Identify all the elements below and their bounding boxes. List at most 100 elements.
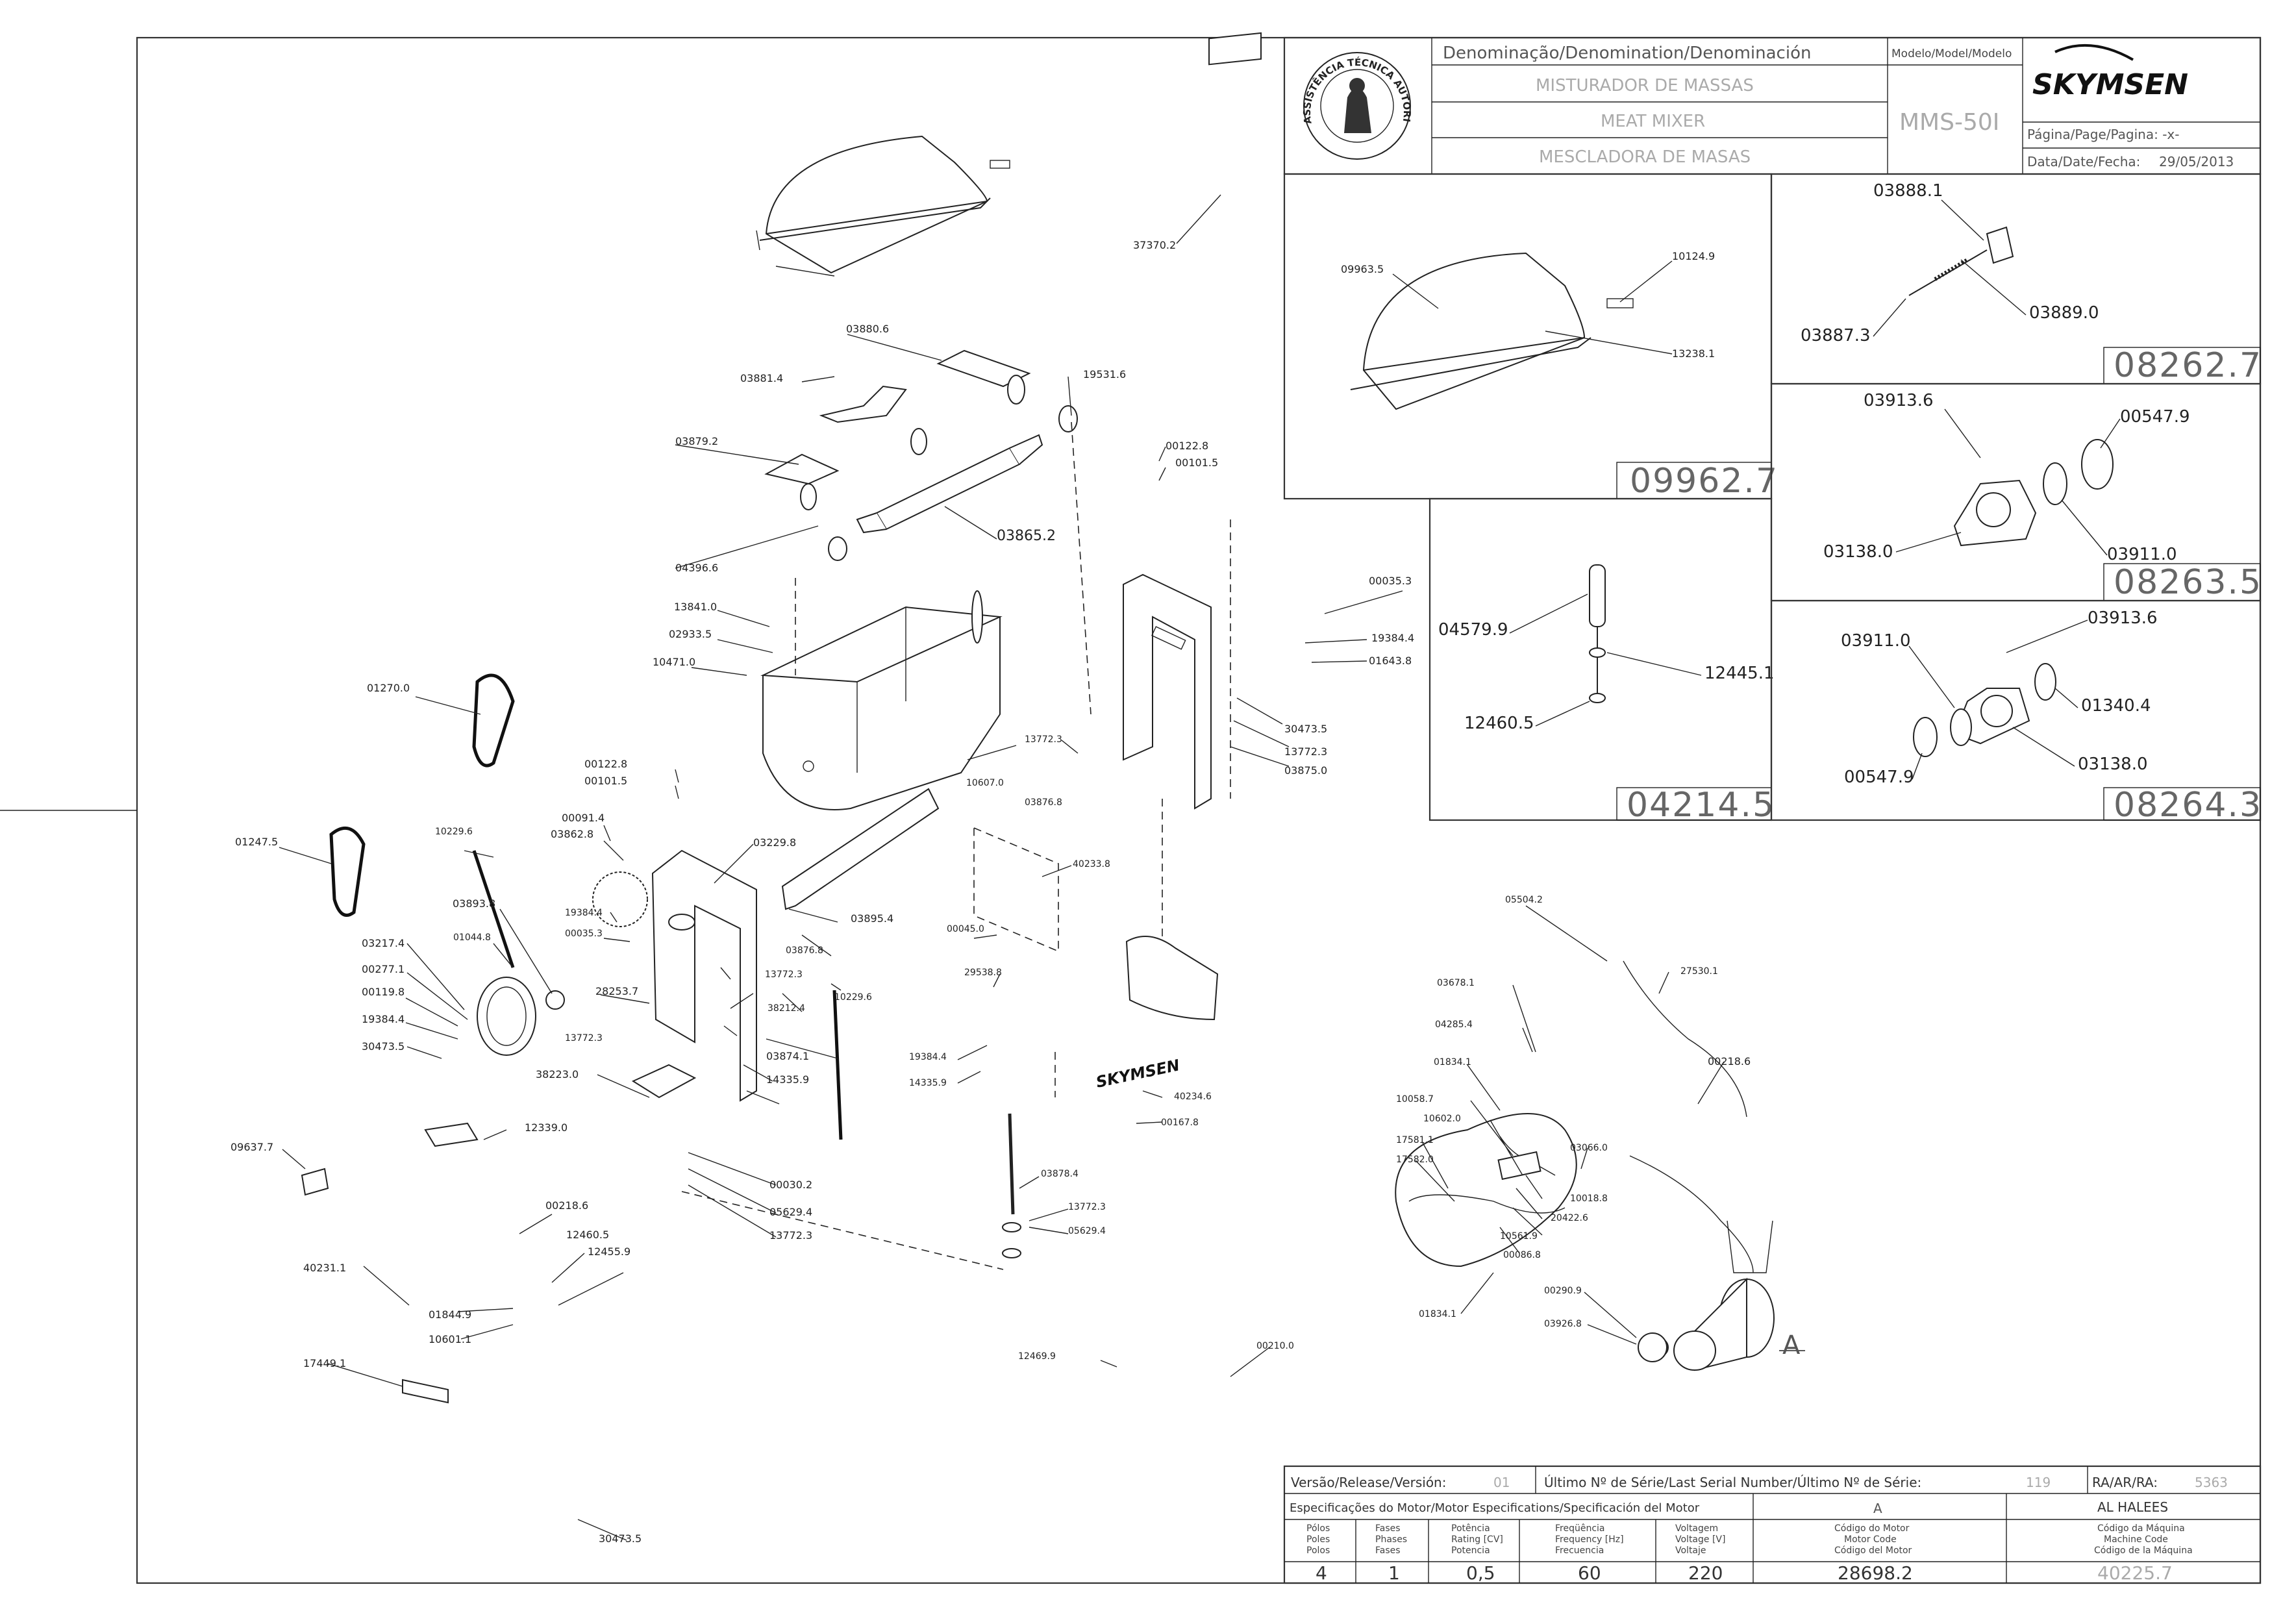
svg-text:Código da Máquina: Código da Máquina: [2097, 1523, 2185, 1534]
base-plate: [424, 1122, 479, 1147]
svg-text:13772.3: 13772.3: [565, 1033, 603, 1043]
machine-name-en: MEAT MIXER: [1601, 112, 1705, 131]
ra-value: 5363: [2195, 1475, 2228, 1490]
svg-text:00045.0: 00045.0: [947, 924, 984, 934]
svg-text:30473.5: 30473.5: [1284, 723, 1327, 735]
svg-text:38212.4: 38212.4: [767, 1003, 805, 1014]
svg-text:12455.9: 12455.9: [588, 1245, 630, 1258]
svg-text:13772.3: 13772.3: [769, 1229, 812, 1242]
svg-text:00101.5: 00101.5: [584, 775, 627, 787]
svg-text:12339.0: 12339.0: [525, 1121, 568, 1134]
svg-text:27530.1: 27530.1: [1680, 966, 1718, 977]
motor-column-a: A: [1873, 1501, 1882, 1516]
title-block: ASSISTÊNCIA TÉCNICA AUTORIZADA Denominaç…: [0, 0, 2262, 175]
svg-text:13772.3: 13772.3: [1025, 734, 1062, 745]
svg-text:05629.4: 05629.4: [1068, 1226, 1106, 1236]
svg-text:03229.8: 03229.8: [753, 836, 796, 849]
svg-text:20422.6: 20422.6: [1551, 1213, 1588, 1223]
svg-text:03875.0: 03875.0: [1284, 764, 1327, 777]
authorized-service-seal: ASSISTÊNCIA TÉCNICA AUTORIZADA: [0, 0, 1413, 160]
mixer-arm-1: [936, 349, 1031, 388]
svg-text:Pólos: Pólos: [1306, 1523, 1330, 1534]
svg-text:00091.4: 00091.4: [562, 812, 605, 824]
svg-text:28253.7: 28253.7: [595, 985, 638, 997]
svg-text:13772.3: 13772.3: [765, 969, 803, 980]
svg-text:40225.7: 40225.7: [2097, 1562, 2173, 1584]
nameplate-09637: [301, 1168, 329, 1196]
mixer-arm-2: [819, 385, 907, 423]
svg-text:17449.1: 17449.1: [303, 1357, 346, 1369]
exploded-view: SKYMSEN: [301, 32, 1775, 1404]
svg-text:05629.4: 05629.4: [769, 1206, 812, 1218]
bowl-cover: [756, 135, 1010, 277]
svg-text:Poles: Poles: [1306, 1534, 1330, 1545]
sprocket: [592, 871, 648, 927]
svg-text:Freqüência: Freqüência: [1555, 1523, 1605, 1534]
machine-name-es: MESCLADORA DE MASAS: [1539, 147, 1751, 167]
svg-text:00030.2: 00030.2: [769, 1179, 812, 1191]
right-frame: [1123, 573, 1212, 810]
svg-text:00290.9: 00290.9: [1544, 1286, 1582, 1296]
svg-text:12469.9: 12469.9: [1018, 1351, 1056, 1362]
svg-text:10018.8: 10018.8: [1570, 1193, 1608, 1204]
svg-text:30473.5: 30473.5: [362, 1040, 405, 1053]
svg-text:00122.8: 00122.8: [584, 758, 627, 770]
svg-text:03880.6: 03880.6: [846, 323, 889, 335]
svg-text:Voltagem: Voltagem: [1675, 1523, 1718, 1534]
svg-text:19384.4: 19384.4: [565, 908, 603, 918]
svg-text:00119.8: 00119.8: [362, 986, 405, 998]
svg-text:Phases: Phases: [1375, 1534, 1407, 1545]
detail-box-09962-7: 09962.7 09963.5 10124.9 13238.1: [1283, 173, 1778, 501]
svg-text:Potencia: Potencia: [1451, 1545, 1490, 1556]
svg-text:19384.4: 19384.4: [362, 1013, 405, 1025]
svg-text:00035.3: 00035.3: [1369, 575, 1412, 587]
spec-frequency: Freqüência Frequency [Hz] Frecuencia 60: [1555, 1523, 1624, 1584]
svg-text:1: 1: [1388, 1562, 1400, 1584]
svg-text:10602.0: 10602.0: [1423, 1114, 1461, 1124]
model-code: MMS-50I: [1899, 109, 1999, 136]
svg-text:03926.8: 03926.8: [1544, 1319, 1582, 1329]
detail-box-08264-3: 08264.3 03911.0 03913.6 01340.4 00547.9 …: [1770, 599, 2262, 825]
svg-text:03876.8: 03876.8: [1025, 797, 1062, 808]
svg-text:14335.9: 14335.9: [909, 1078, 947, 1088]
bushing: [1058, 405, 1078, 432]
svg-text:03895.4: 03895.4: [851, 912, 893, 925]
spec-machine-code: Código da Máquina Machine Code Código de…: [2094, 1523, 2193, 1584]
svg-text:03887.3: 03887.3: [1801, 326, 1871, 345]
ra-label: RA/AR/RA:: [2092, 1475, 2158, 1490]
spec-rating: Potência Rating [CV] Potencia 0,5: [1451, 1523, 1503, 1584]
date-label: Data/Date/Fecha:: [2027, 154, 2140, 169]
svg-text:14335.9: 14335.9: [766, 1073, 809, 1086]
svg-text:03913.6: 03913.6: [1864, 391, 1934, 410]
label-plate: [1208, 32, 1262, 66]
svg-text:01340.4: 01340.4: [2081, 696, 2151, 716]
svg-text:00167.8: 00167.8: [1161, 1118, 1199, 1128]
svg-text:19384.4: 19384.4: [909, 1052, 947, 1062]
svg-text:03913.6: 03913.6: [2088, 608, 2158, 628]
svg-text:Voltage [V]: Voltage [V]: [1675, 1534, 1725, 1545]
svg-text:09962.7: 09962.7: [1630, 462, 1778, 501]
spec-voltage: Voltagem Voltage [V] Voltaje 220: [1675, 1523, 1725, 1584]
svg-text:03879.2: 03879.2: [675, 435, 718, 447]
svg-text:03878.4: 03878.4: [1041, 1169, 1079, 1179]
skymsen-decal: SKYMSEN: [1094, 1056, 1181, 1092]
svg-text:A: A: [1782, 1330, 1801, 1360]
svg-text:60: 60: [1578, 1562, 1601, 1584]
svg-text:19531.6: 19531.6: [1083, 368, 1126, 381]
svg-text:01247.5: 01247.5: [235, 836, 278, 848]
svg-text:00210.0: 00210.0: [1256, 1341, 1294, 1351]
svg-text:10124.9: 10124.9: [1672, 250, 1715, 262]
left-frame: [651, 849, 757, 1102]
svg-text:12460.5: 12460.5: [1464, 714, 1534, 733]
svg-text:00547.9: 00547.9: [1844, 768, 1914, 787]
svg-text:Código do Motor: Código do Motor: [1834, 1523, 1910, 1534]
svg-text:02933.5: 02933.5: [669, 628, 712, 640]
svg-text:03893.8: 03893.8: [453, 897, 495, 910]
svg-text:01834.1: 01834.1: [1434, 1057, 1471, 1068]
svg-text:03911.0: 03911.0: [2107, 545, 2177, 564]
svg-text:03217.4: 03217.4: [362, 937, 405, 949]
svg-text:00218.6: 00218.6: [1708, 1055, 1751, 1068]
svg-text:03881.4: 03881.4: [740, 372, 783, 384]
svg-text:10229.6: 10229.6: [834, 992, 872, 1003]
svg-text:Potência: Potência: [1451, 1523, 1490, 1534]
